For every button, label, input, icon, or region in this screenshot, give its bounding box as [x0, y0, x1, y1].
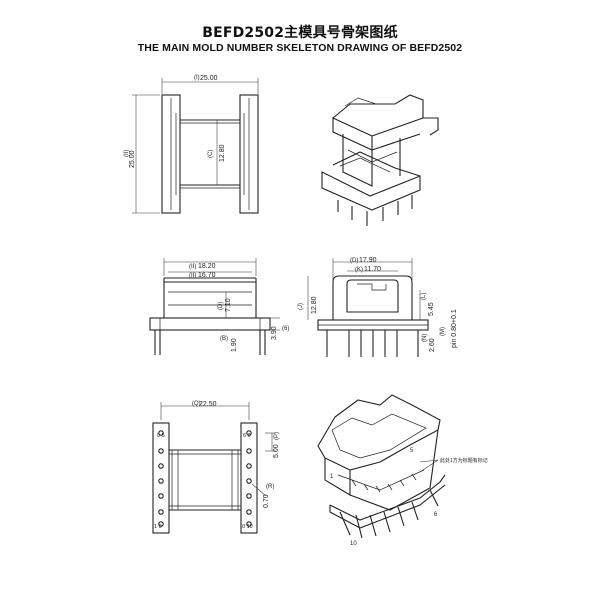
side-base-value: 1.90: [231, 338, 238, 352]
iso-pin1-label: 1: [330, 474, 334, 480]
bottom-pin-pitch-tag: (P): [274, 432, 280, 440]
iso-view-top: [321, 94, 439, 226]
bottom-hole-tag: (R): [266, 484, 274, 490]
side-outer-value: 18.20: [198, 263, 216, 270]
side-pin-value: 3.90: [271, 326, 278, 340]
end-window-value: 5.45: [428, 302, 435, 316]
end-view: (D) 17.90 (K) 11.70 (J) 12.80 (L) 5.45 (…: [298, 257, 458, 357]
bottom-pitch-value: 22.50: [199, 401, 217, 408]
bottom-label-bottom-left: 1 0: [154, 524, 162, 530]
bottom-hole-value: 0.70: [263, 494, 270, 508]
bottom-left-pins: [158, 430, 164, 527]
bottom-right-pins: [246, 430, 252, 527]
bottom-label-top-left: 0 5: [157, 433, 165, 439]
front-width-value: 25.00: [200, 75, 218, 82]
bottom-pin-pitch-value: 5.00: [273, 444, 280, 458]
end-inner-value: 11.70: [364, 266, 381, 273]
drawing-title-en: THE MAIN MOLD NUMBER SKELETON DRAWING OF…: [137, 42, 463, 54]
front-inner-tag: (C): [208, 150, 214, 158]
side-inner-tag: (II): [189, 273, 196, 279]
side-base-tag: (B): [220, 336, 228, 342]
end-base-value: 2.60: [429, 338, 436, 352]
iso-view-bottom: 1 5 6 10 此处1方为标题有标记: [317, 394, 488, 547]
front-height-tag: (II): [124, 150, 130, 157]
end-height-tag: (J): [298, 303, 304, 310]
bottom-label-bottom-right: 0 10: [242, 524, 253, 530]
bottom-label-top-right: 6 0: [243, 433, 251, 439]
front-left-flange: [161, 94, 181, 214]
iso-note: 此处1方为标题有标记: [440, 457, 488, 464]
side-pin-tag: (6): [282, 326, 289, 332]
iso-pin6-label: 6: [434, 512, 438, 518]
side-core-tag: (D): [218, 302, 224, 310]
end-outer-tag: (D): [350, 258, 358, 264]
end-base-tag: (N): [422, 334, 428, 342]
front-height-value: 25.00: [129, 150, 136, 168]
end-pin-tag: (M): [440, 327, 446, 336]
iso-pin5-label: 5: [410, 448, 414, 454]
front-right-flange: [239, 94, 259, 214]
front-width-tag: (I): [194, 75, 200, 81]
side-inner-value: 16.70: [198, 272, 216, 279]
end-pin-value: pin 0.80+0.1: [451, 309, 458, 348]
side-core-value: 7.10: [225, 298, 232, 312]
side-outer-tag: (II): [189, 264, 196, 270]
front-inner-value: 12.80: [219, 144, 226, 162]
drawing-title-cn: BEFD2502主模具号骨架图纸: [202, 25, 398, 41]
end-window-tag: (L): [421, 293, 427, 300]
end-inner-tag: (K): [355, 267, 363, 273]
front-view: (I) 25.00 (II) 25.00 (C) 12.80: [124, 75, 259, 214]
iso-pin10-label: 10: [350, 541, 357, 547]
end-height-value: 12.80: [311, 296, 318, 314]
end-outer-value: 17.90: [359, 257, 377, 264]
bottom-view: (Q) 22.50 (P) 5.00 (R) 0.70 0 5 6 0 1 0 …: [152, 401, 280, 534]
side-view: (II) 18.20 (II) 16.70 (D) 7.10 3.90 (6) …: [149, 258, 289, 355]
bottom-pitch-tag: (Q): [192, 401, 201, 407]
